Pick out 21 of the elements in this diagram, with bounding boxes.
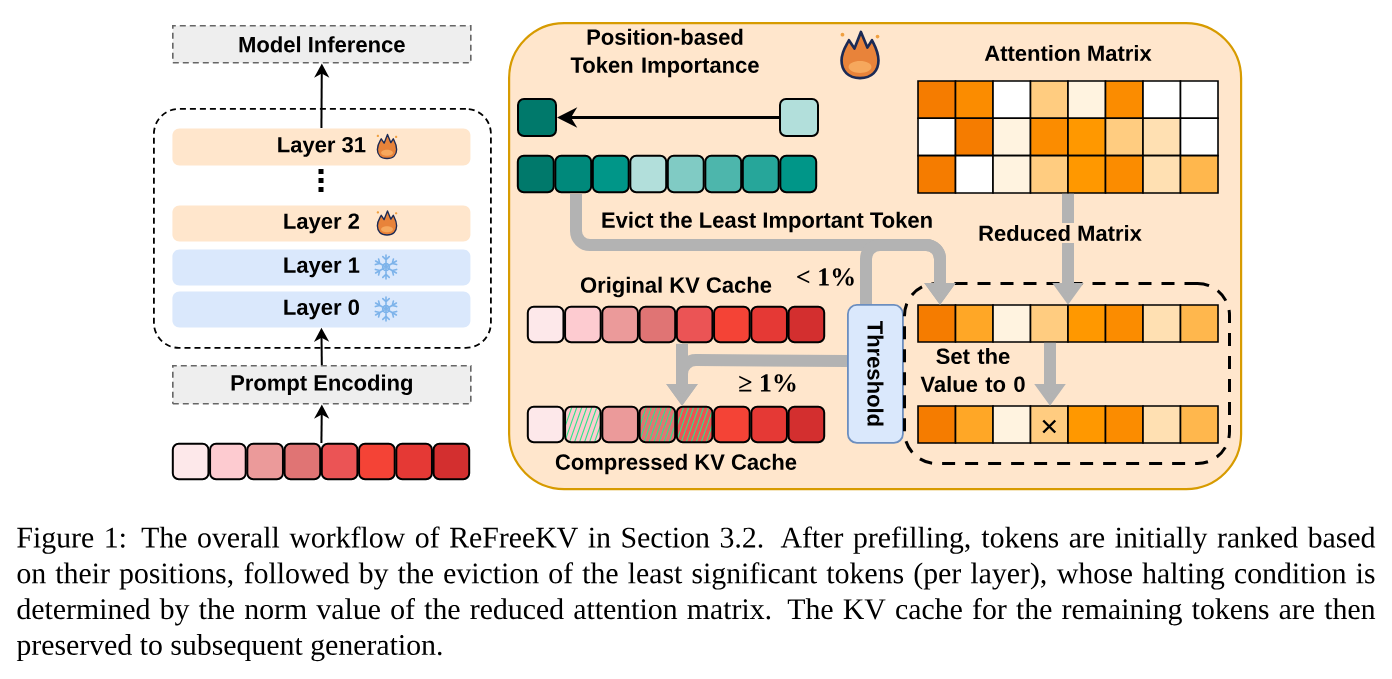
edge-label: < 1% bbox=[797, 268, 854, 286]
token-cell bbox=[517, 98, 557, 137]
dashed-container bbox=[903, 282, 1231, 465]
stage-box: Model Inference bbox=[172, 25, 472, 64]
threshold-box: Threshold bbox=[847, 304, 904, 444]
dashed-container bbox=[153, 108, 492, 349]
edge-label: ≥ 1% bbox=[739, 374, 796, 392]
section-title: Attention Matrix bbox=[984, 44, 1152, 62]
section-title: Position-based Token Importance bbox=[570, 28, 759, 78]
layer-box: Layer 31 bbox=[172, 128, 471, 166]
stage-box: Prompt Encoding bbox=[172, 365, 472, 405]
layer-box: Layer 2 bbox=[172, 205, 471, 242]
layer-box: Layer 0 bbox=[172, 291, 471, 328]
edge-label: Evict the Least Important Token bbox=[602, 211, 932, 233]
section-title: Original KV Cache bbox=[580, 276, 772, 298]
caption: Figure 1: The overall workflow of ReFreeKV in Section 3.2. After prefilling, tokens are initially ranked based on their positions, followed by the eviction of the least significant tokens (per layer), whose halting condition is determined by the norm value of the reduced attention matrix. The KV cache for the remaining tokens are then preserved to subsequent generation. bbox=[16, 526, 1376, 662]
section-title: Compressed KV Cache bbox=[555, 453, 797, 475]
layer-box: Layer 1 bbox=[172, 249, 471, 286]
token-cell bbox=[779, 98, 819, 137]
edge-label: Set the Value to 0 bbox=[920, 347, 1025, 393]
edge-label: Reduced Matrix bbox=[976, 222, 1144, 244]
